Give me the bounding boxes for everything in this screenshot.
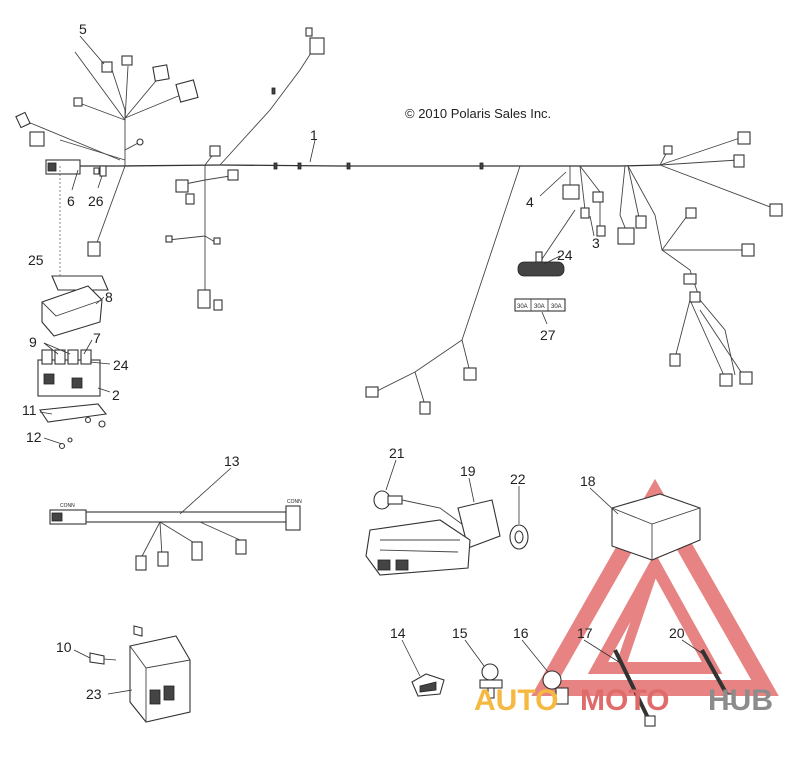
callout-23: 23 — [86, 686, 102, 702]
callout-11: 11 — [22, 402, 37, 418]
svg-text:CONN: CONN — [60, 503, 75, 509]
fuse-label-2: 30A — [534, 304, 545, 310]
callout-21: 21 — [389, 445, 405, 461]
callout-12: 12 — [26, 429, 42, 445]
cover-18 — [611, 493, 701, 561]
watermark-hub: HUB — [708, 684, 773, 717]
callout-16: 16 — [513, 625, 529, 641]
callout-9: 9 — [29, 334, 37, 350]
callout-19: 19 — [460, 463, 476, 479]
svg-text:CONN: CONN — [287, 499, 302, 505]
main-harness — [15, 27, 783, 415]
callout-numbers: 1 2 3 4 5 6 7 8 9 10 11 12 13 14 15 16 1… — [22, 21, 685, 702]
fuse-label-1: 30A — [517, 304, 528, 310]
fuse-label-27: 30A 30A 30A — [514, 298, 566, 312]
fuse-box-assembly — [37, 166, 109, 450]
ecu-23-group — [89, 625, 191, 723]
callout-25: 25 — [28, 252, 44, 268]
watermark-text: AUTO MOTO HUB — [474, 684, 773, 717]
leader-lines — [39, 35, 707, 695]
fuse-label-3: 30A — [551, 304, 562, 310]
callout-8: 8 — [105, 289, 113, 305]
callout-1: 1 — [310, 127, 318, 143]
copyright-text: © 2010 Polaris Sales Inc. — [405, 106, 551, 121]
callout-26: 26 — [88, 193, 104, 209]
callout-20: 20 — [669, 625, 685, 641]
callout-14: 14 — [390, 625, 406, 641]
callout-17: 17 — [577, 625, 593, 641]
callout-2: 2 — [112, 387, 120, 403]
small-parts-group — [411, 649, 735, 727]
callout-10: 10 — [56, 639, 72, 655]
callout-22: 22 — [510, 471, 526, 487]
watermark-auto: AUTO — [474, 684, 558, 717]
callout-7: 7 — [93, 330, 101, 346]
watermark-logo — [531, 478, 779, 696]
callout-4: 4 — [526, 194, 534, 210]
callout-13: 13 — [224, 453, 240, 469]
callout-18: 18 — [580, 473, 596, 489]
watermark-moto: MOTO — [580, 684, 669, 717]
callout-27: 27 — [540, 327, 556, 343]
callout-5: 5 — [79, 21, 87, 37]
callout-6: 6 — [67, 193, 75, 209]
callout-3: 3 — [592, 235, 600, 251]
callout-15: 15 — [452, 625, 468, 641]
module-19-group — [365, 490, 529, 576]
harness-13: CONN CONN — [49, 499, 302, 571]
callout-24-left: 24 — [113, 357, 129, 373]
callout-24-center: 24 — [557, 247, 573, 263]
